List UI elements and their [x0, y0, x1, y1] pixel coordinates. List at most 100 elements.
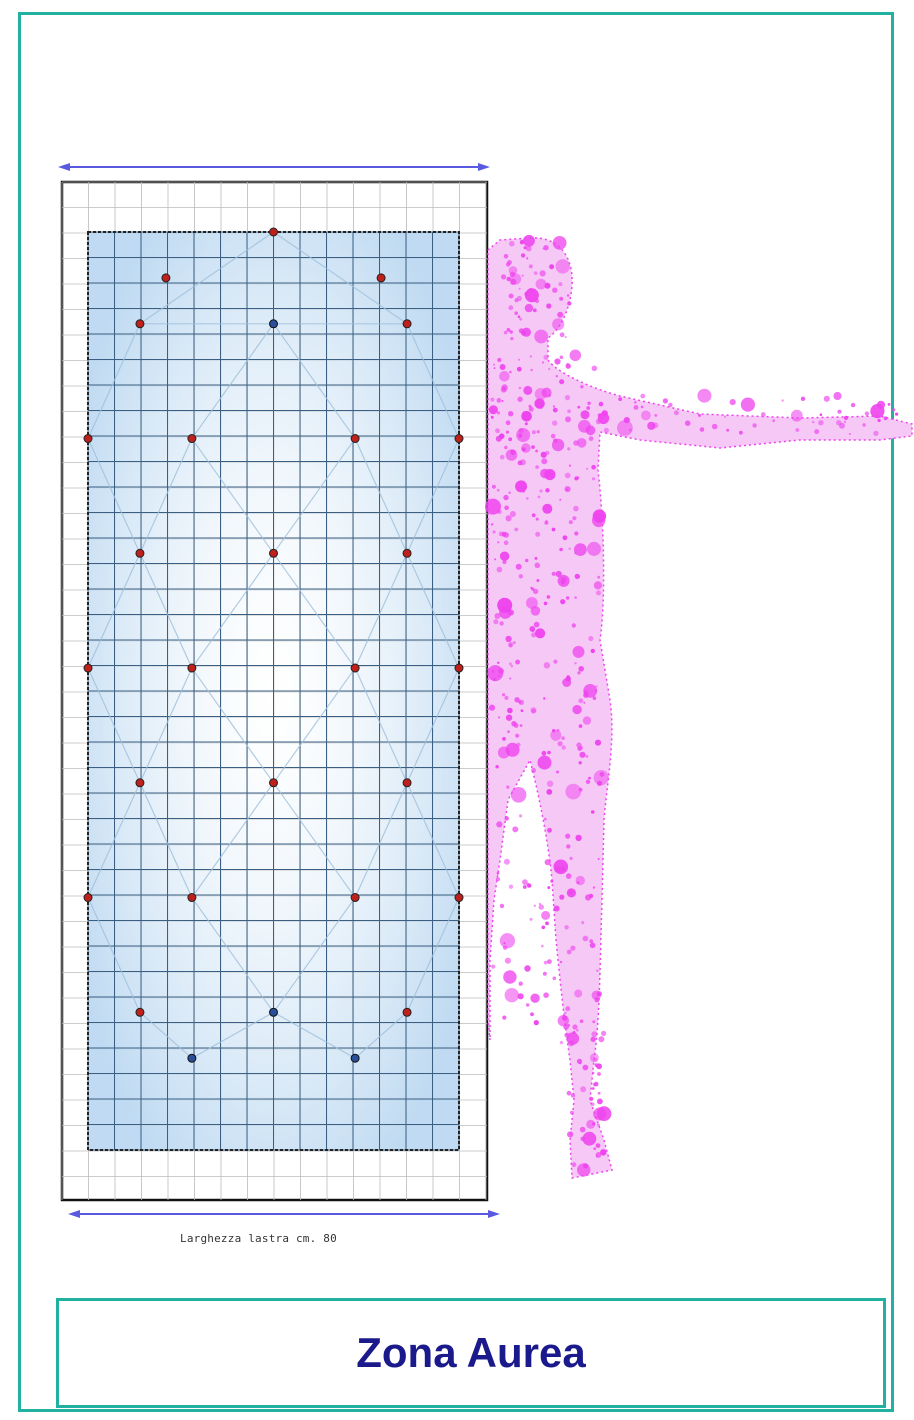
figure-dot — [554, 358, 561, 365]
figure-dot — [582, 1131, 597, 1146]
figure-dot — [515, 480, 528, 493]
figure-dot — [568, 1040, 575, 1047]
figure-dot — [535, 531, 541, 537]
red-marker-point — [135, 1007, 145, 1017]
figure-dot — [699, 427, 705, 432]
figure-dot — [503, 970, 517, 984]
figure-dot — [507, 707, 513, 714]
figure-dot — [533, 271, 538, 275]
figure-dot — [586, 467, 589, 470]
figure-dot — [521, 327, 532, 337]
figure-dot — [504, 505, 509, 511]
figure-dot — [592, 509, 607, 523]
red-marker-point — [350, 663, 360, 673]
figure-dot — [503, 253, 509, 259]
figure-dot — [531, 445, 535, 449]
figure-dot — [839, 422, 845, 429]
figure-dot — [532, 588, 539, 595]
figure-dot — [508, 884, 514, 889]
figure-dot — [586, 1119, 596, 1129]
figure-dot — [564, 925, 569, 930]
figure-dot — [583, 1163, 589, 1169]
figure-dot — [578, 698, 584, 704]
figure-dot — [577, 746, 582, 751]
figure-dot — [552, 287, 558, 293]
construction-line — [139, 1011, 193, 1059]
figure-dot — [569, 349, 582, 362]
figure-dot — [495, 765, 499, 769]
construction-line — [273, 323, 356, 439]
figure-dot — [760, 412, 766, 417]
figure-dot — [566, 675, 570, 679]
figure-dot — [528, 404, 532, 408]
construction-line — [191, 552, 274, 669]
figure-dot — [505, 449, 518, 461]
figure-dot — [565, 833, 571, 839]
figure-dot — [494, 558, 497, 561]
construction-line — [191, 1011, 274, 1059]
figure-dot — [597, 858, 600, 860]
construction-line — [273, 897, 356, 1013]
figure-dot — [576, 1029, 579, 1032]
figure-dot — [790, 409, 803, 422]
figure-dot — [589, 939, 594, 944]
figure-dot — [524, 965, 531, 972]
figure-dot — [505, 430, 510, 434]
figure-dot — [505, 420, 511, 426]
figure-dot — [530, 993, 540, 1003]
figure-dot — [493, 367, 496, 370]
figure-dot — [534, 562, 541, 569]
figure-dot — [592, 1122, 596, 1126]
figure-dot — [503, 540, 509, 546]
figure-dot — [542, 503, 553, 514]
figure-dot — [496, 821, 503, 828]
figure-dot — [509, 370, 512, 374]
figure-dot — [814, 429, 820, 435]
figure-dot — [515, 733, 520, 738]
figure-dot — [544, 859, 551, 866]
figure-dot — [574, 531, 579, 536]
figure-dot — [522, 885, 527, 889]
figure-dot — [517, 315, 521, 319]
figure-dot — [729, 399, 736, 406]
construction-line — [191, 323, 274, 439]
figure-dot — [594, 739, 602, 746]
figure-dot — [498, 531, 504, 537]
figure-dot — [526, 497, 529, 500]
construction-line — [139, 553, 193, 669]
figure-dot — [564, 395, 571, 401]
figure-dot — [508, 293, 514, 299]
construction-line — [139, 438, 193, 554]
figure-dot — [564, 472, 571, 479]
figure-dot — [499, 933, 515, 949]
figure-dot — [550, 433, 556, 439]
figure-dot — [545, 921, 549, 926]
figure-dot — [883, 416, 888, 421]
figure-dot — [523, 385, 533, 395]
figure-dot — [497, 357, 502, 363]
construction-line — [139, 667, 193, 784]
construction-line — [354, 553, 408, 669]
figure-dot — [580, 1136, 585, 1142]
figure-dot — [598, 1036, 605, 1043]
construction-line — [139, 231, 274, 325]
figure-dot — [524, 422, 528, 426]
figure-dot — [516, 742, 521, 747]
figure-dot — [811, 420, 815, 424]
figure-dot — [536, 579, 540, 582]
red-marker-point — [454, 893, 464, 903]
figure-dot — [543, 960, 548, 965]
construction-line — [354, 1011, 408, 1059]
outer-frame — [18, 12, 894, 1412]
figure-dot — [504, 988, 519, 1003]
figure-dot — [530, 368, 533, 372]
figure-dot — [524, 288, 539, 303]
red-marker-point — [135, 778, 145, 788]
figure-dot — [539, 489, 543, 493]
figure-dot — [574, 596, 577, 599]
figure-dot — [537, 755, 552, 770]
figure-dot — [502, 737, 506, 741]
figure-dot — [531, 430, 536, 435]
figure-dot — [505, 714, 513, 721]
figure-dot — [534, 388, 547, 400]
